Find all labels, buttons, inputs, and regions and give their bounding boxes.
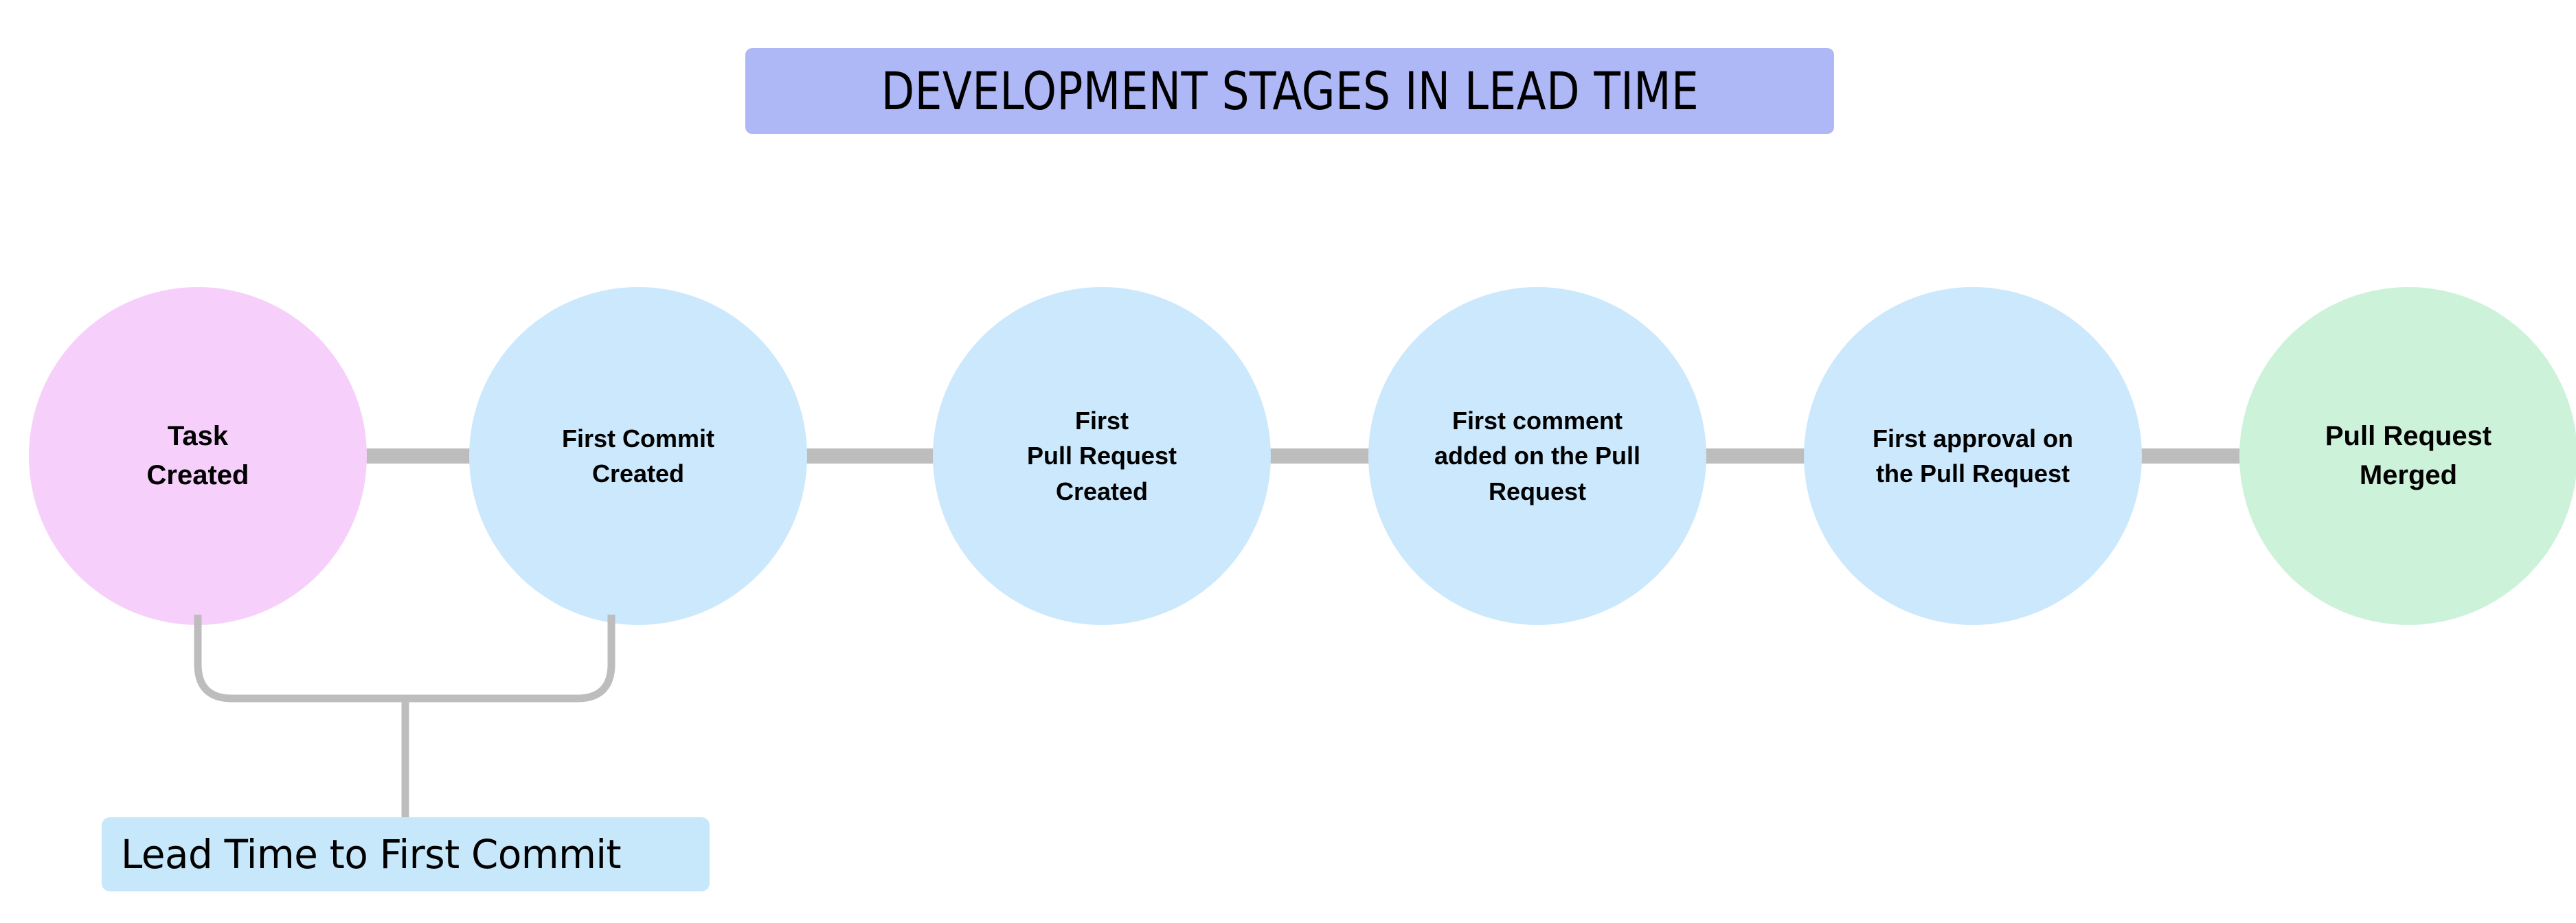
stage-label-first-approval-on-pull-request: First approval on the Pull Request — [1872, 424, 2074, 488]
stage-label-first-pull-request-created: First Pull Request Created — [1026, 407, 1177, 505]
lead-time-callout-box[interactable]: Lead Time to First Commit — [102, 817, 710, 891]
stage-label-pull-request-merged: Pull Request Merged — [2325, 421, 2492, 490]
stage-node-first-commit-created[interactable]: First Commit Created — [469, 287, 807, 625]
stage-node-first-approval-on-pull-request[interactable]: First approval on the Pull Request — [1804, 287, 2142, 625]
connector-first-commit-to-first-pr — [801, 448, 938, 464]
connector-first-comment-to-approval — [1701, 448, 1809, 464]
lead-time-bracket — [194, 615, 615, 821]
stage-node-pull-request-merged[interactable]: Pull Request Merged — [2239, 287, 2576, 625]
diagram-title-banner: DEVELOPMENT STAGES IN LEAD TIME — [745, 48, 1834, 134]
bracket-path — [194, 615, 615, 703]
connector-task-to-first-commit — [360, 448, 475, 464]
page-title: DEVELOPMENT STAGES IN LEAD TIME — [881, 60, 1699, 122]
connector-first-pr-to-first-comment — [1265, 448, 1374, 464]
stage-label-first-comment-on-pull-request: First comment added on the Pull Request — [1434, 407, 1640, 505]
lead-time-callout-label: Lead Time to First Commit — [121, 831, 622, 878]
stage-label-task-created: Task Created — [146, 421, 249, 490]
stage-node-task-created[interactable]: Task Created — [29, 287, 367, 625]
stage-node-first-comment-on-pull-request[interactable]: First comment added on the Pull Request — [1368, 287, 1706, 625]
stage-node-first-pull-request-created[interactable]: First Pull Request Created — [933, 287, 1271, 625]
connector-approval-to-merged — [2136, 448, 2245, 464]
stage-label-first-commit-created: First Commit Created — [561, 424, 714, 488]
